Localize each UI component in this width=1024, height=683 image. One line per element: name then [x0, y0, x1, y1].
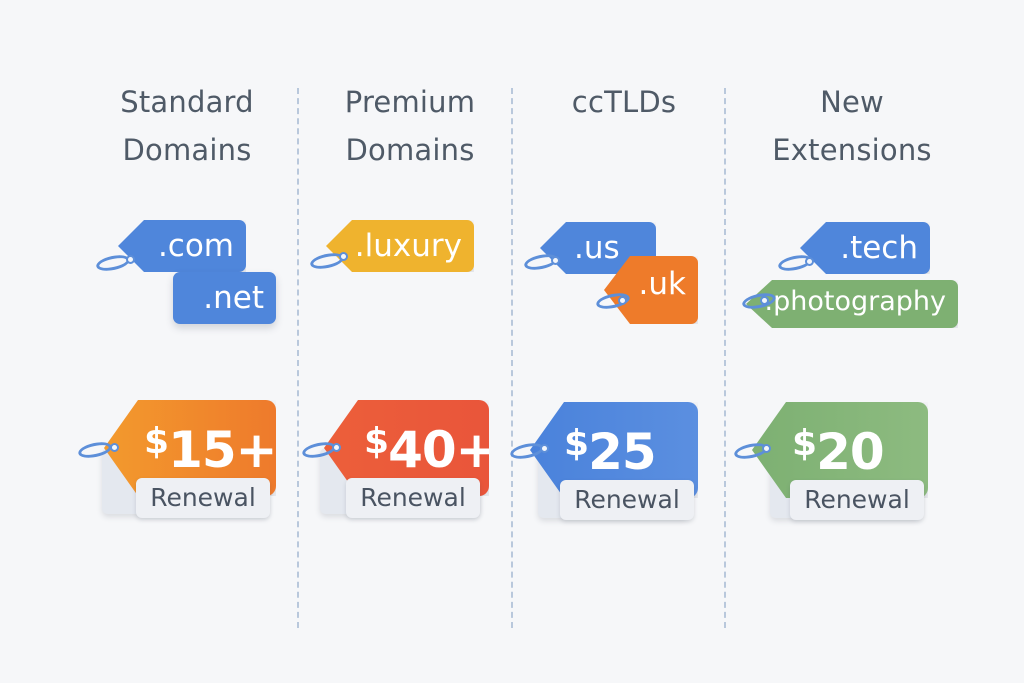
tag-hole-icon: [762, 444, 771, 453]
currency-symbol: $: [564, 423, 589, 464]
tag-label: .net: [203, 280, 264, 316]
price-amount: $40+: [364, 412, 497, 480]
renewal-label: Renewal: [346, 478, 480, 518]
currency-symbol: $: [792, 423, 817, 464]
ring-icon: [94, 252, 132, 274]
heading-line: Domains: [122, 133, 252, 167]
column-divider-2: [511, 88, 513, 628]
tag-tech: .tech: [800, 222, 930, 274]
heading-line: ccTLDs: [571, 85, 677, 119]
tag-label: .us: [574, 230, 620, 266]
price-value: 40: [388, 421, 457, 479]
currency-symbol: $: [364, 421, 389, 462]
column-divider-3: [724, 88, 726, 628]
column-heading-standard: Standard Domains: [87, 78, 287, 174]
heading-line: New: [820, 85, 884, 119]
price-suffix: +: [455, 421, 497, 479]
tag-hole-icon: [618, 296, 627, 305]
heading-line: Premium: [344, 85, 476, 119]
column-heading-premium: Premium Domains: [310, 78, 510, 174]
price-suffix: +: [235, 421, 277, 479]
tag-label: .uk: [638, 266, 686, 302]
price-value: 25: [588, 423, 657, 481]
renewal-label: Renewal: [136, 478, 270, 518]
column-heading-cctlds: ccTLDs: [524, 78, 724, 126]
tag-hole-icon: [339, 252, 348, 261]
column-divider-1: [297, 88, 299, 628]
tag-hole-icon: [805, 257, 814, 266]
tag-hole-icon: [760, 296, 769, 305]
price-amount: $15+: [144, 412, 277, 480]
tag-label: .tech: [840, 230, 918, 266]
heading-line: Extensions: [772, 133, 932, 167]
heading-line: Standard: [120, 85, 254, 119]
heading-line: Domains: [345, 133, 475, 167]
column-heading-new: New Extensions: [752, 78, 952, 174]
currency-symbol: $: [144, 421, 169, 462]
tag-luxury: .luxury: [326, 220, 474, 272]
tag-us: .us: [540, 222, 656, 274]
price-value: 20: [816, 423, 885, 481]
tag-com: .com: [118, 220, 246, 272]
tag-hole-icon: [110, 443, 119, 452]
price-value: 15: [168, 421, 237, 479]
tag-hole-icon: [551, 256, 560, 265]
tag-label: .photography: [764, 286, 946, 317]
tag-hole-icon: [332, 443, 341, 452]
price-amount: $20: [792, 414, 885, 482]
tag-hole-icon: [540, 444, 549, 453]
tag-hole-icon: [126, 255, 135, 264]
tag-label: .com: [157, 228, 234, 264]
tag-label: .luxury: [354, 228, 462, 264]
price-amount: $25: [564, 414, 657, 482]
tag-photography: .photography: [746, 280, 958, 328]
price-tag-standard: $15+: [104, 400, 276, 496]
renewal-label: Renewal: [790, 480, 924, 520]
renewal-label: Renewal: [560, 480, 694, 520]
tag-net: .net: [173, 272, 276, 324]
